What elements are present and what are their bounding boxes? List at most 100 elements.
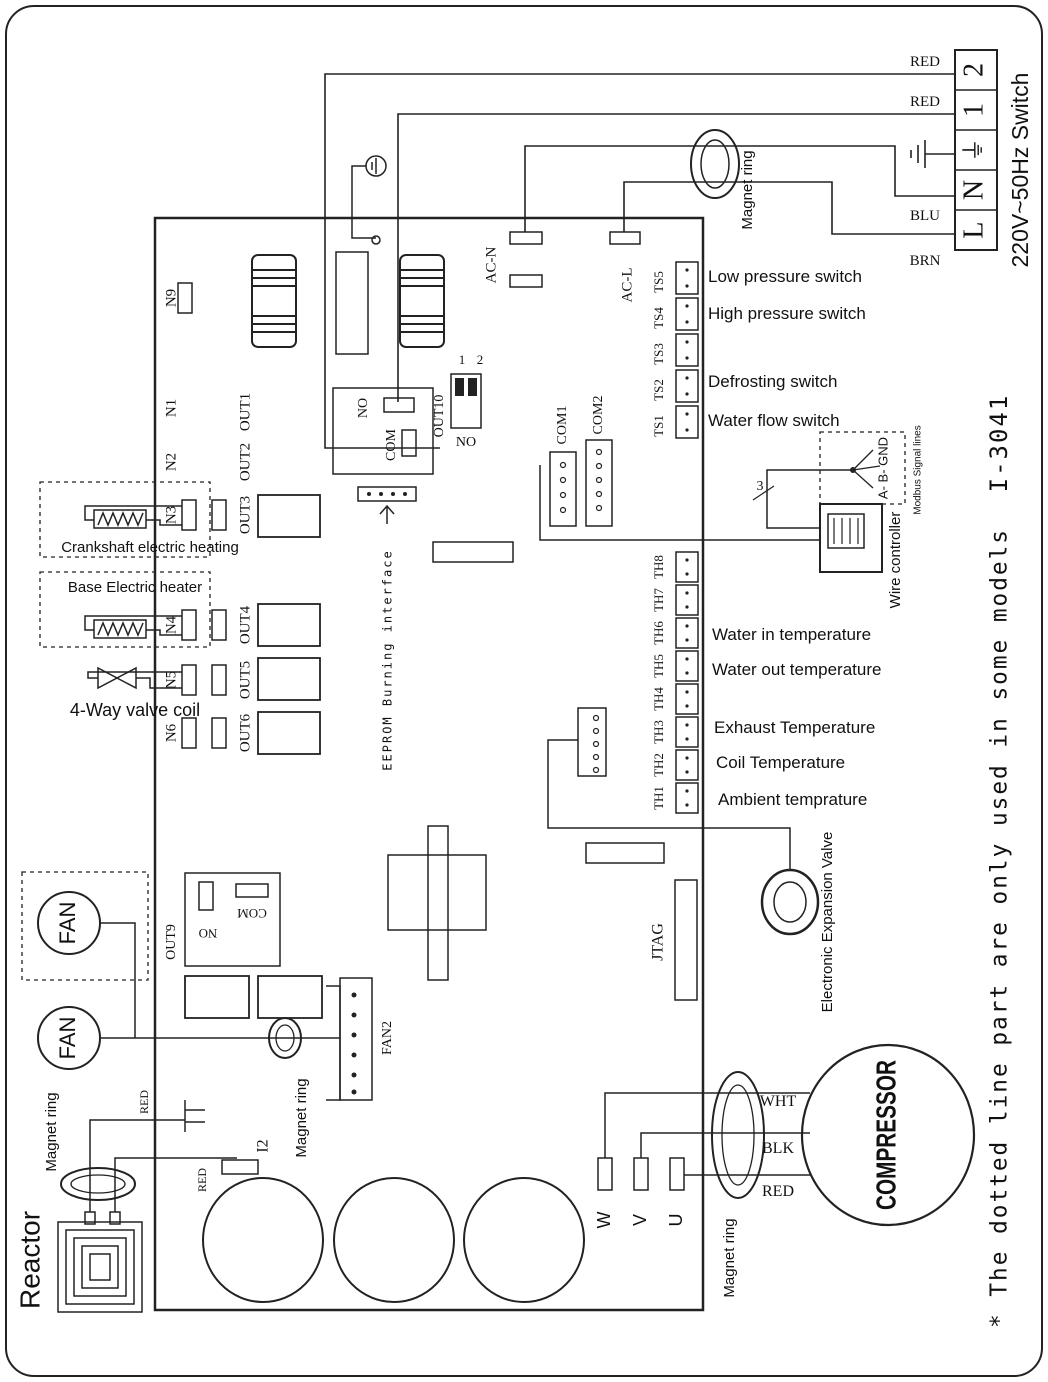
out9-no: NO [199, 926, 218, 941]
fan-1-icon: FAN [37, 891, 101, 955]
capacitors [202, 1177, 585, 1303]
terminal-v: V [630, 1214, 650, 1226]
out6-label: OUT6 [237, 713, 253, 752]
relay-n6: N6 [163, 723, 179, 742]
coil-label: Coil Temperature [716, 753, 845, 772]
out1-label: OUT1 [237, 393, 253, 431]
dip-2: 2 [477, 352, 484, 367]
th6-label: TH6 [651, 621, 666, 645]
relay-n1: N1 [163, 399, 179, 417]
eeprom-label: EEPROM Burning interface [381, 549, 395, 770]
terminal-w: W [594, 1212, 614, 1229]
th-connectors [675, 551, 699, 814]
dotted-group-fan [21, 871, 149, 981]
magnet-ring-reactor [60, 1167, 136, 1201]
red-wire-label: RED [762, 1183, 794, 1200]
relay-n5: N5 [163, 671, 179, 689]
magnet-ring-top-label: Magnet ring [739, 150, 756, 229]
th8-label: TH8 [651, 555, 666, 579]
fan-1-label: FAN [55, 902, 80, 945]
relay-out5 [257, 657, 321, 701]
inductor-left [251, 254, 297, 348]
com1-label: COM1 [555, 406, 570, 445]
th4-label: TH4 [651, 687, 666, 711]
terminal-2: 2 [958, 63, 989, 77]
relay-n2: N2 [163, 453, 179, 471]
blk-label: BLK [762, 1140, 794, 1157]
ground-icon [910, 140, 926, 168]
dip-no: NO [456, 435, 476, 450]
power-wires [324, 73, 955, 449]
high-pressure-label: High pressure switch [708, 304, 866, 323]
compressor-icon: COMPRESSOR [800, 1043, 976, 1227]
terminal-1: 1 [958, 103, 989, 117]
relay-out4 [257, 603, 321, 647]
out9-com: COM [237, 906, 267, 921]
wire-brn: BRN [910, 253, 941, 269]
terminal-u: U [666, 1214, 686, 1227]
modbus-count: 3 [757, 479, 764, 494]
power-terminal-block: 2 1 ⏚ N L 220V~50Hz Switch [954, 49, 1033, 268]
out3-label: OUT3 [237, 496, 253, 534]
th7-label: TH7 [651, 588, 666, 612]
reactor-coil-icon [57, 1211, 143, 1313]
magnet-ring-fan-label: Magnet ring [293, 1078, 310, 1157]
ac-n-label: AC-N [483, 247, 499, 284]
ts-connectors [675, 261, 699, 439]
magnet-ring-top [690, 129, 740, 199]
wire-blu: BLU [910, 208, 940, 224]
ts4-label: TS4 [651, 307, 666, 329]
out10-relay [332, 387, 434, 475]
terminal-n: N [958, 180, 989, 200]
dotted-group-modbus [819, 431, 906, 505]
defrosting-label: Defrosting switch [708, 372, 837, 391]
model-code: I-3041 [985, 394, 1013, 493]
ambient-label: Ambient temprature [718, 790, 867, 809]
crankshaft-heater-icon [84, 505, 182, 529]
relay-n9: N9 [163, 289, 179, 307]
relay-fan-1 [184, 975, 250, 1019]
crankshaft-label: Crankshaft electric heating [61, 539, 239, 556]
inductor-right [399, 254, 445, 348]
compressor-label: COMPRESSOR [870, 1060, 901, 1210]
out2-label: OUT2 [237, 443, 253, 481]
low-pressure-label: Low pressure switch [708, 267, 862, 286]
dotted-group-base-heater [39, 571, 211, 648]
out10-com: COM [384, 429, 399, 461]
magnet-ring-reactor-label: Magnet ring [43, 1092, 60, 1171]
ts2-label: TS2 [651, 379, 666, 401]
i2-label: I2 [255, 1139, 272, 1152]
modbus-label: Modbus Signal lines [913, 425, 924, 515]
terminal-red-top [184, 1100, 205, 1132]
eeprom-connector [357, 486, 417, 502]
magnet-ring-fan [268, 1017, 302, 1059]
supply-label: 220V~50Hz Switch [1007, 73, 1033, 268]
footnote: * The dotted line part are only used in … [987, 528, 1013, 1328]
wire-controller-label: Wire controller [887, 512, 904, 609]
out9-relay [184, 872, 281, 967]
ac-l-label: AC-L [619, 268, 635, 303]
wire-red-1: RED [910, 54, 940, 70]
compressor-terminals [597, 1157, 685, 1191]
terminal-l: L [958, 221, 989, 238]
th5-label: TH5 [651, 654, 666, 678]
wht-label: WHT [760, 1093, 797, 1110]
ts3-label: TS3 [651, 343, 666, 365]
th3-label: TH3 [651, 720, 666, 744]
jtag-connector [674, 879, 698, 1001]
relay-n4: N4 [163, 615, 179, 634]
red-label-2: RED [195, 1168, 209, 1192]
wire-controller-icon [819, 503, 883, 573]
base-heater-label: Base Electric heater [68, 579, 202, 596]
dip-1: 1 [459, 352, 466, 367]
dotted-group-crankshaft [39, 481, 211, 558]
wire-red-2: RED [910, 94, 940, 110]
th1-label: TH1 [651, 786, 666, 810]
reactor-label: Reactor [14, 1211, 45, 1309]
ts1-label: TS1 [651, 415, 666, 437]
modbus-pins: A- B- GND [875, 437, 890, 499]
fuse-block [335, 251, 369, 355]
terminal-ground: ⏚ [962, 138, 988, 162]
dip-switch [450, 373, 482, 429]
relay-out6 [257, 711, 321, 755]
